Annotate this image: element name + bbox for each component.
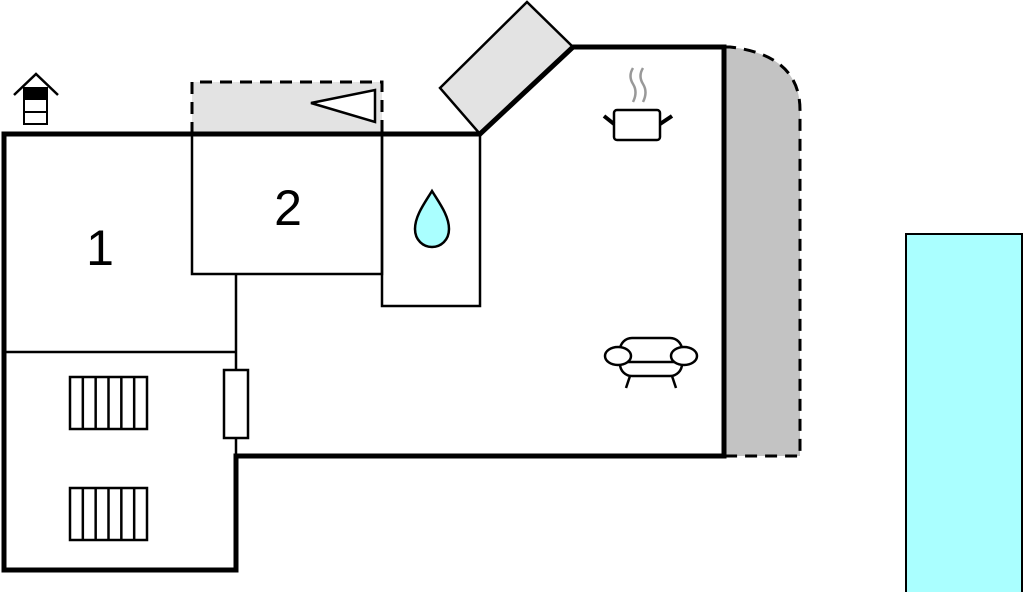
house-entrance-icon <box>13 72 59 125</box>
bed-icon <box>68 375 149 431</box>
swimming-pool <box>905 233 1023 592</box>
bathroom-walls <box>380 132 482 308</box>
outer-walls <box>1 44 727 573</box>
door-icon <box>222 368 250 440</box>
room-label-1: 1 <box>86 220 114 276</box>
outdoor-terrace <box>724 47 800 456</box>
direction-triangle-icon <box>310 88 377 124</box>
room-label-2: 2 <box>274 180 302 236</box>
water-drop-icon <box>413 188 451 249</box>
sofa-icon <box>603 336 699 389</box>
covered-terrace-border <box>190 80 384 134</box>
outdoor-terrace-border <box>724 45 802 458</box>
cooking-pot-icon <box>602 67 674 142</box>
bed-icon <box>68 486 149 542</box>
